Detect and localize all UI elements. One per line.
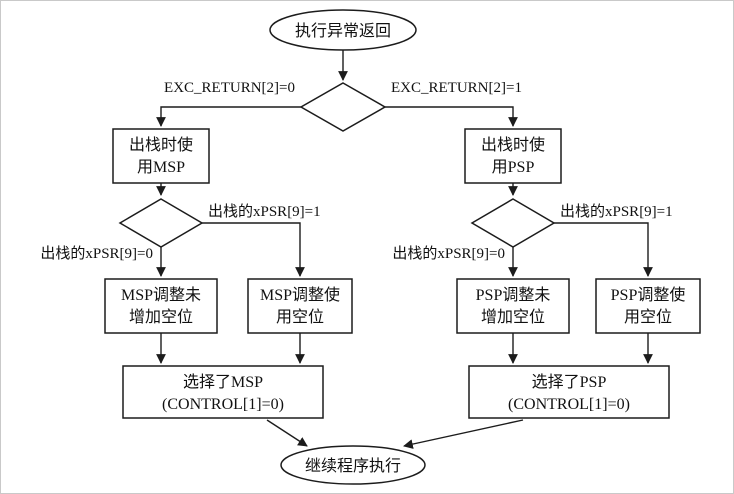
label-exc-return-1: EXC_RETURN[2]=1 (391, 80, 522, 96)
connector-exc0-to-use-msp (156, 106, 301, 127)
decision-exc-return (299, 82, 387, 132)
end-node (280, 445, 426, 485)
box-msp-pad-line2: 用空位 (276, 308, 324, 326)
connector-exc1-to-use-psp (385, 106, 518, 127)
box-psp-no-pad-line2: 增加空位 (481, 308, 545, 326)
box-psp-no-pad (456, 278, 570, 334)
box-psp-no-pad-line1: PSP调整未 (476, 286, 551, 304)
box-select-psp-line2: (CONTROL[1]=0) (508, 396, 630, 413)
connector-select-psp-to-end (403, 419, 524, 449)
decision-xpsr-left (118, 198, 204, 248)
box-use-msp-line1: 出栈时使 (129, 136, 193, 154)
box-use-psp-line2: 用PSP (492, 159, 535, 176)
label-exc-return-0: EXC_RETURN[2]=0 (164, 80, 295, 96)
label-xpsr0-left: 出栈的xPSR[9]=0 (40, 245, 153, 262)
box-msp-no-pad-line1: MSP调整未 (121, 286, 201, 304)
label-xpsr1-right: 出栈的xPSR[9]=1 (560, 203, 673, 220)
box-select-psp-line1: 选择了PSP (532, 373, 607, 391)
box-use-msp (112, 128, 210, 184)
box-msp-no-pad (104, 278, 218, 334)
box-select-psp (468, 365, 670, 419)
connector-xpsr1-left-to-msp-pad (202, 222, 305, 277)
box-psp-pad-line1: PSP调整使 (611, 286, 686, 304)
box-select-msp-line2: (CONTROL[1]=0) (162, 396, 284, 413)
box-psp-pad-line2: 用空位 (624, 308, 672, 326)
box-msp-pad-line1: MSP调整使 (260, 286, 340, 304)
label-xpsr0-right: 出栈的xPSR[9]=0 (392, 245, 505, 262)
label-xpsr1-left: 出栈的xPSR[9]=1 (208, 203, 321, 220)
box-msp-no-pad-line2: 增加空位 (129, 308, 193, 326)
connector-select-msp-to-end (266, 419, 308, 447)
decision-xpsr-right (470, 198, 556, 248)
connector-xpsr1-right-to-psp-pad (554, 222, 653, 277)
box-msp-pad (247, 278, 353, 334)
box-use-psp-line1: 出栈时使 (481, 136, 545, 154)
box-select-msp-line1: 选择了MSP (183, 373, 263, 391)
end-label: 继续程序执行 (305, 457, 401, 475)
box-select-msp (122, 365, 324, 419)
box-use-msp-line2: 用MSP (137, 159, 185, 176)
box-psp-pad (595, 278, 701, 334)
start-label: 执行异常返回 (295, 22, 391, 40)
